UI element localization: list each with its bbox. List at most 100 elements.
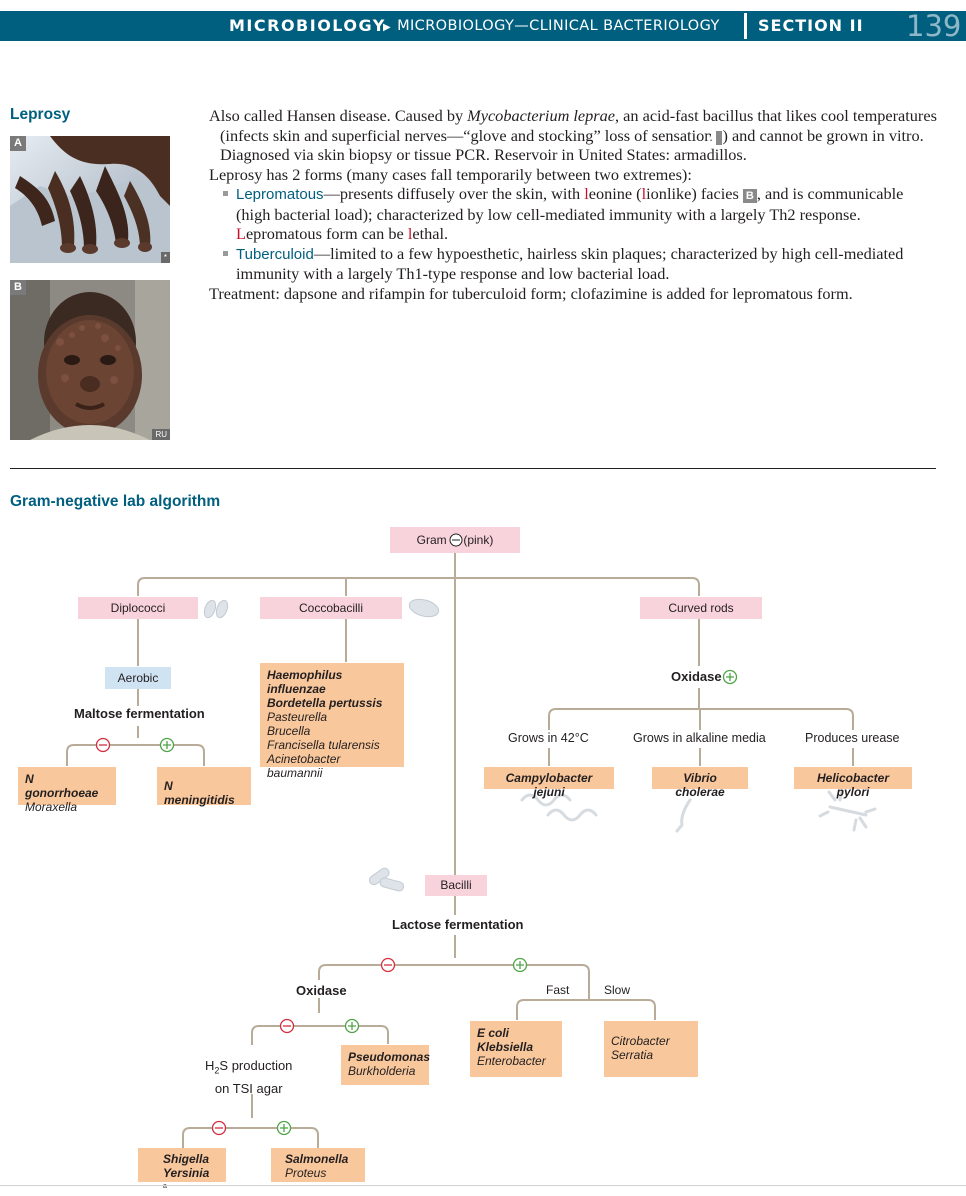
species-proteus: Proteus xyxy=(285,1166,327,1180)
image-b-credit: RU xyxy=(152,429,170,440)
chapter-label: ▶ MICROBIOLOGY—CLINICAL BACTERIOLOGY xyxy=(383,18,720,34)
label-alkaline-media: Grows in alkaline media xyxy=(633,731,766,745)
bullet-icon xyxy=(223,250,228,256)
species-serratia: Serratia xyxy=(611,1048,654,1062)
term-lepromatous: Lepromatous xyxy=(236,186,324,203)
species-shigella: Shigella xyxy=(163,1152,210,1166)
species-citrobacter: Citrobacter xyxy=(611,1034,670,1048)
species-bordetella: Bordetella pertussis xyxy=(267,696,383,710)
page-header: MICROBIOLOGY ▶ MICROBIOLOGY—CLINICAL BACT… xyxy=(0,9,966,43)
node-coccobacilli: Coccobacilli xyxy=(260,597,402,619)
h2s-text: production xyxy=(231,1058,293,1073)
leprosy-text: Also called Hansen disease. Caused by My… xyxy=(209,106,939,303)
species-acinetobacter: Acinetobacter baumannii xyxy=(267,752,341,780)
h2s-text-2: on TSI agar xyxy=(214,1080,283,1096)
node-vibrio: Vibrio cholerae xyxy=(652,767,748,799)
node-helicobacter: Helicobacter pylori xyxy=(794,767,912,799)
text-span: —presents diffusely over the skin, with xyxy=(323,184,585,203)
species-e-coli: E coli xyxy=(477,1026,510,1040)
species-moraxella: Moraxella xyxy=(25,800,78,814)
species-yersinia: Yersinia xyxy=(163,1166,210,1180)
species-haemophilus: Haemophilus influenzae xyxy=(267,668,343,696)
image-a-label: A xyxy=(10,136,26,151)
label-lactose-fermentation: Lactose fermentation xyxy=(392,917,524,932)
text-span: ) and cannot be grown in vitro. Diagnose… xyxy=(220,125,924,165)
node-coccobacilli-species: Haemophilus influenzae Bordetella pertus… xyxy=(260,663,404,780)
species-pasteurella: Pasteurella xyxy=(267,710,328,724)
leprosy-photo-a: A * xyxy=(10,136,170,263)
page-number: 139 xyxy=(906,9,962,43)
species-n-gonorrhoeae: N gonorrhoeae xyxy=(25,772,99,800)
label-maltose-fermentation: Maltose fermentation xyxy=(74,706,205,721)
text-span: , and is communicable (high bacterial lo… xyxy=(236,184,904,224)
term-tuberculoid: Tuberculoid xyxy=(236,245,314,263)
bullet-icon xyxy=(223,191,228,196)
text-span: , an acid-fast bacillus that likes cool … xyxy=(220,106,937,145)
species-klebsiella: Klebsiella xyxy=(477,1040,534,1054)
species-name: Mycobacterium leprae xyxy=(467,106,616,125)
text-span: ethal. xyxy=(412,224,449,243)
species-pseudomonas: Pseudomonas xyxy=(348,1050,431,1064)
node-curved-rods: Curved rods xyxy=(640,597,762,619)
lepromatous-bullet: Lepromatous—presents diffusely over the … xyxy=(209,184,939,244)
label-fast: Fast xyxy=(546,983,570,997)
text-span: ionlike) facies xyxy=(646,184,743,203)
hands-image xyxy=(10,136,170,263)
figure-ref-a: A xyxy=(708,130,723,145)
species-campylobacter: Campylobacter jejuni xyxy=(505,771,593,799)
image-a-credit: * xyxy=(160,252,170,263)
species-salmonella: Salmonella xyxy=(285,1152,349,1166)
image-b-label: B xyxy=(10,280,26,295)
species-helicobacter: Helicobacter pylori xyxy=(816,771,890,799)
mnemonic-letter: l xyxy=(407,224,413,243)
leprosy-paragraph-1: Also called Hansen disease. Caused by My… xyxy=(209,106,939,165)
header-divider xyxy=(744,13,747,39)
oxidase-text: Oxidase xyxy=(671,669,722,684)
footer-rule xyxy=(0,1185,966,1186)
label-oxidase: Oxidase xyxy=(296,983,347,998)
mnemonic-letter: l xyxy=(584,184,589,203)
species-vibrio: Vibrio cholerae xyxy=(675,771,725,799)
node-aerobic: Aerobic xyxy=(105,667,171,689)
leprosy-photo-b: B RU xyxy=(10,280,170,440)
label-produces-urease: Produces urease xyxy=(805,731,900,745)
species-francisella: Francisella tularensis xyxy=(267,738,380,752)
species-n-meningitidis: N meningitidis xyxy=(164,779,235,807)
node-campylobacter: Campylobacter jejuni xyxy=(484,767,614,799)
gram-negative-title: Gram-negative lab algorithm xyxy=(10,493,221,510)
leprosy-title: Leprosy xyxy=(10,106,71,123)
text-span: Also called Hansen disease. Caused by xyxy=(209,106,468,125)
node-diplococci: Diplococci xyxy=(78,597,198,619)
species-burkholderia: Burkholderia xyxy=(348,1064,416,1078)
label-slow: Slow xyxy=(604,983,631,997)
label-oxidase-positive: Oxidase xyxy=(671,669,722,684)
node-gram-negative: Gram ⊖ (pink) xyxy=(390,527,520,553)
node-n-meningitidis: N meningitidis xyxy=(157,767,251,807)
triangle-icon: ▶ xyxy=(383,22,392,33)
node-bacilli: Bacilli xyxy=(425,875,487,896)
text-span: epromatous form can be xyxy=(245,224,408,243)
face-image xyxy=(10,280,170,440)
text-span: —limited to a few hypoesthetic, hairless… xyxy=(236,243,904,284)
mnemonic-letter: L xyxy=(236,224,246,243)
subject-label: MICROBIOLOGY xyxy=(229,16,386,35)
species-enterobacter: Enterobacter xyxy=(477,1054,546,1068)
section-divider xyxy=(10,468,936,469)
species-brucella: Brucella xyxy=(267,724,311,738)
text-span: eonine ( xyxy=(588,184,642,203)
section-label: SECTION II xyxy=(758,16,864,35)
leprosy-paragraph-2: Leprosy has 2 forms (many cases fall tem… xyxy=(209,164,692,184)
figure-ref-b: B xyxy=(742,189,757,203)
label-grows-42c: Grows in 42°C xyxy=(508,731,589,745)
leprosy-treatment: Treatment: dapsone and rifampin for tube… xyxy=(209,283,853,303)
mnemonic-letter: l xyxy=(641,184,647,203)
chapter-text: MICROBIOLOGY—CLINICAL BACTERIOLOGY xyxy=(397,18,720,34)
